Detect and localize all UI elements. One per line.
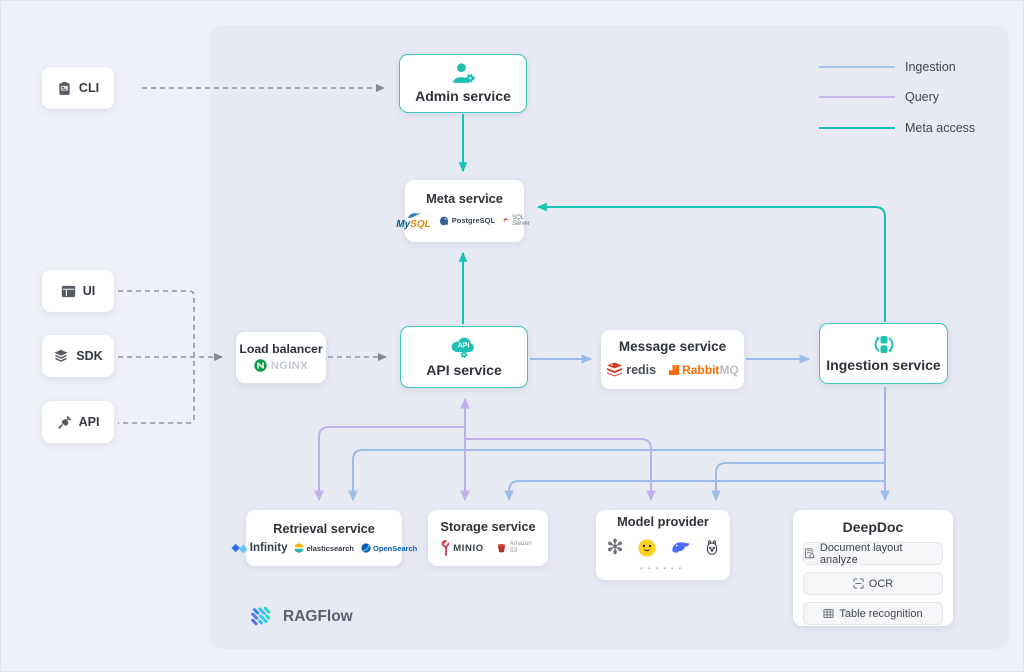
deepdoc-pill-ocr: OCR [803,572,943,596]
deepdoc-feature-label: Document layout analyze [819,541,903,566]
infinity-text: Infinity [249,542,288,555]
ui-browser-icon [61,285,75,297]
nginx-logo: NGINX [254,359,308,372]
deepdoc-pill-table: Table recognition [803,602,943,626]
elasticsearch-logo: elasticsearch [294,543,354,553]
legend-label-meta-access: Meta access [905,121,976,135]
client-box-api: API [42,401,114,443]
elasticsearch-text: elasticsearch [306,543,355,553]
node-model-provider: Model provider ✻ ······ [596,510,730,580]
legend-label-ingestion: Ingestion [905,60,956,74]
openai-icon: ✻ [606,536,624,560]
nginx-icon [254,359,267,372]
ingestion-sync-icon [874,336,893,354]
node-title: API service [426,362,502,379]
mysql-text: My [396,218,411,230]
postgresql-text: PostgreSQL [451,216,496,226]
opensearch-text: OpenSearch [373,543,418,553]
deepdoc-pill-layout: Document layout analyze [803,541,943,566]
node-api-service: API API service [400,326,528,388]
legend-label-query: Query [905,90,940,104]
deepseek-whale-icon [672,542,690,553]
huggingface-icon [638,538,656,557]
node-meta-service: Meta service MySQL PostgreSQL SQL Server [396,180,530,242]
minio-logo: MINIO [440,540,483,556]
node-title: Retrieval service [273,520,375,536]
opensearch-icon [361,543,371,553]
s3-logo: Amazon S3 [496,541,536,555]
more-providers-dots: ······ [640,563,686,576]
node-title: Admin service [415,88,511,105]
elasticsearch-icon [294,543,305,553]
sqlserver-logo: SQL Server [503,215,533,227]
node-title: Meta service [426,191,503,207]
nginx-text: NGINX [270,359,309,372]
deepdoc-feature-label: OCR [868,577,894,590]
ocr-scan-icon [853,578,864,589]
client-box-sdk: SDK [42,335,114,377]
opensearch-logo: OpenSearch [361,543,417,553]
minio-text: MINIO [453,542,484,554]
ragflow-logo-icon [251,606,271,626]
infinity-logo: Infinity [231,542,288,555]
ragflow-brand: RAGFlow [247,603,353,630]
redis-cube-icon [607,362,623,377]
rabbitmq-text: Rabbit [682,362,720,377]
node-admin-service: Admin service [399,54,527,113]
ollama-icon [706,540,717,555]
postgresql-logo: PostgreSQL [439,216,495,226]
document-layout-icon [804,548,815,559]
api-plug-icon [57,415,71,429]
sqlserver-text: SQL Server [512,214,530,227]
ragflow-brand-name: RAGFlow [283,607,353,625]
api-cloud-icon: API [451,337,474,359]
client-label: SDK [76,349,103,363]
mysql-logo: MySQL [396,212,431,230]
node-load-balancer: Load balancer NGINX [236,332,326,383]
sdk-layers-icon [54,349,68,362]
table-grid-icon [823,609,834,619]
mysql-dolphin-icon [407,212,420,218]
client-box-ui: UI [42,270,114,312]
node-title: Ingestion service [826,357,941,374]
s3-text: Amazon S3 [509,540,532,555]
client-label: CLI [78,81,100,95]
minio-bird-icon [441,540,450,556]
redis-logo: redis [606,362,656,377]
client-label: UI [82,284,96,298]
rabbitmq-logo: RabbitMQ [668,361,739,379]
node-title: Load balancer [239,341,323,356]
client-label: API [78,415,100,429]
node-storage-service: Storage service MINIO Amazon S3 [428,510,548,566]
admin-user-gear-icon [452,63,475,84]
node-title: DeepDoc [842,519,904,535]
node-title: Model provider [617,513,709,529]
client-box-cli: CLI [42,67,114,109]
node-message-service: Message service redis RabbitMQ [601,330,744,389]
redis-text: redis [626,362,657,377]
node-ingestion-service: Ingestion service [819,323,948,384]
rabbitmq-icon [669,364,680,375]
node-title: Message service [618,339,727,355]
svg-text:API: API [458,343,470,350]
s3-bucket-icon [497,543,505,553]
deepdoc-feature-label: Table recognition [839,607,923,620]
postgresql-elephant-icon [439,216,448,225]
node-title: Storage service [440,518,536,534]
infinity-icon [231,543,248,553]
node-deepdoc: DeepDoc Document layout analyze OCR Tabl… [793,510,953,626]
sqlserver-flag-icon [503,218,509,223]
cli-terminal-icon [59,81,70,95]
node-retrieval-service: Retrieval service Infinity elasticsearch… [231,510,417,566]
